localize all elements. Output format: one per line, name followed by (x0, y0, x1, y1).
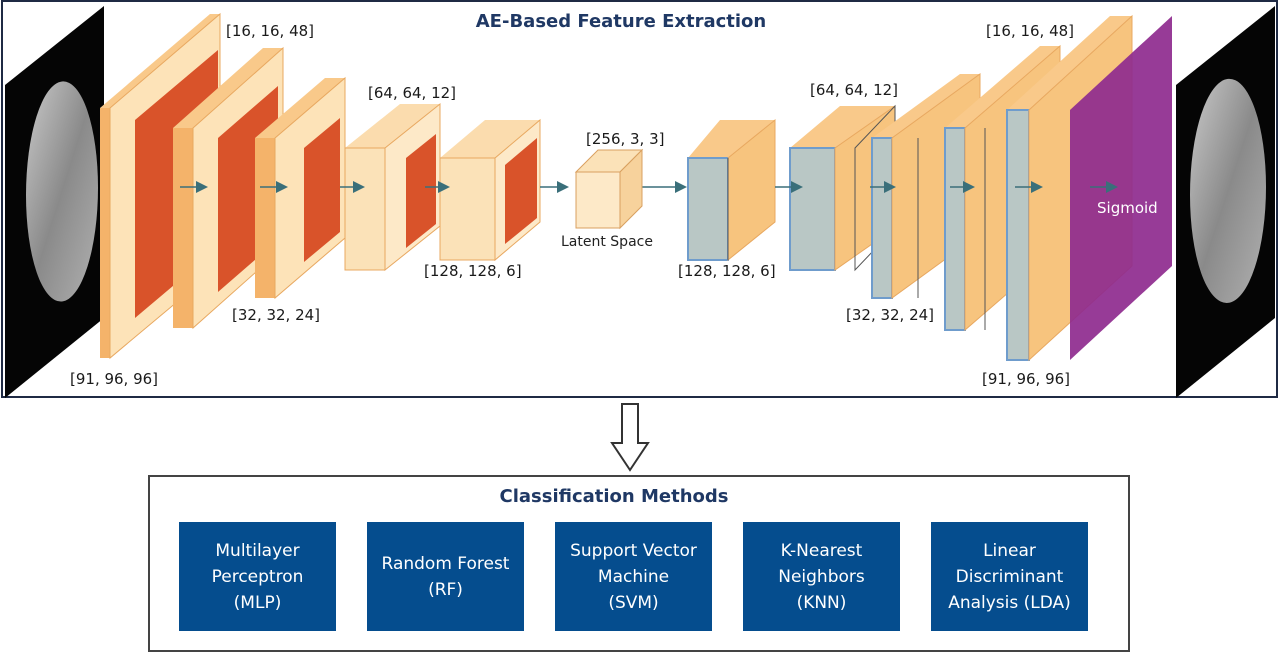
classification-frame (148, 475, 1130, 652)
sigmoid-layer (1070, 16, 1172, 360)
encoder-layer-3 (255, 76, 346, 300)
latent-space-cube (574, 148, 644, 230)
method-box-knn: K-Nearest Neighbors (KNN) (743, 522, 900, 631)
decoder-label-5: [91, 96, 96] (982, 370, 1070, 388)
decoder-layer-1 (687, 118, 776, 262)
method-box-svm: Support Vector Machine (SVM) (555, 522, 712, 631)
sigmoid-label: Sigmoid (1097, 199, 1158, 217)
encoder-layer-4 (344, 102, 441, 272)
method-box-rf: Random Forest (RF) (367, 522, 524, 631)
page-title: AE-Based Feature Extraction (476, 11, 767, 32)
classification-title: Classification Methods (499, 486, 728, 507)
decoder-label-3: [32, 32, 24] (846, 306, 934, 324)
encoder-label-4: [64, 64, 12] (368, 84, 456, 102)
encoder-layer-5 (439, 118, 541, 262)
latent-dims-label: [256, 3, 3] (586, 130, 665, 148)
encoder-label-2: [16, 16, 48] (226, 22, 314, 40)
input-brain-image (5, 6, 104, 398)
encoder-label-3: [32, 32, 24] (232, 306, 320, 324)
decoder-label-2: [64, 64, 12] (810, 81, 898, 99)
down-arrow-icon (610, 403, 650, 472)
latent-space-label: Latent Space (561, 234, 653, 250)
encoder-label-5: [128, 128, 6] (424, 262, 522, 280)
decoder-label-1: [128, 128, 6] (678, 262, 776, 280)
method-box-lda: Linear Discriminant Analysis (LDA) (931, 522, 1088, 631)
decoder-label-4: [16, 16, 48] (986, 22, 1074, 40)
output-brain-image (1176, 6, 1275, 398)
encoder-label-1: [91, 96, 96] (70, 370, 158, 388)
method-box-mlp: Multilayer Perceptron (MLP) (179, 522, 336, 631)
autoencoder-frame (1, 0, 1278, 398)
